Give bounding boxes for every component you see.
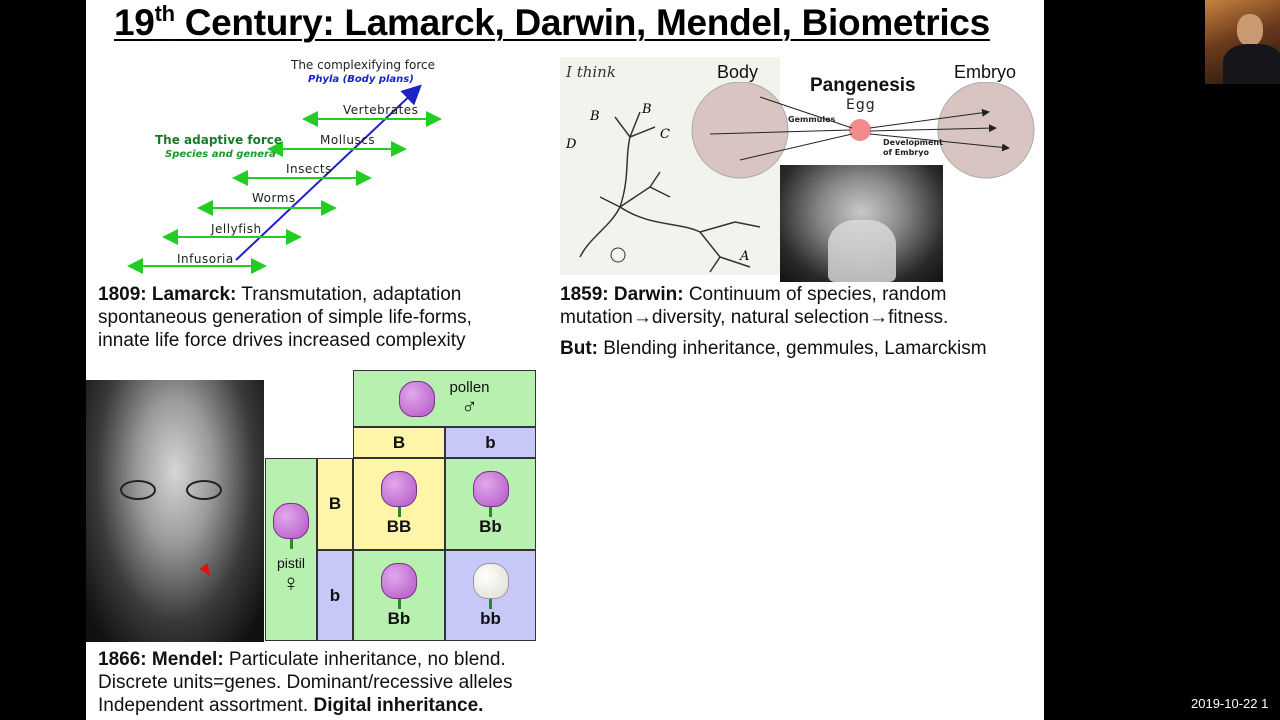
mendel-portrait (86, 380, 264, 642)
pistil-header: pistil ♀ (265, 458, 317, 641)
pea-flower-purple-icon (273, 502, 309, 539)
ladder-vertebrates: Vertebrates (343, 103, 419, 117)
embryo-label: Embryo (954, 62, 1017, 82)
body-label: Body (717, 62, 759, 82)
egg-label: Egg (846, 97, 876, 113)
sketch-i-think: I think (566, 63, 616, 81)
beard-shape (828, 220, 896, 282)
glasses-shape (106, 480, 246, 500)
slide-title: 19th Century: Lamarck, Darwin, Mendel, B… (114, 1, 990, 43)
presenter-body (1223, 44, 1280, 84)
pea-flower-white-icon (472, 562, 509, 599)
lamarck-ladder-diagram (127, 84, 442, 274)
species-genera-label: Species and genera (165, 149, 276, 160)
row-header-b: b (317, 550, 353, 641)
tree-of-life-drawing (579, 111, 761, 273)
adaptive-force-label: The adaptive force (155, 133, 283, 147)
pollen-header: pollen ♂ (353, 370, 536, 427)
mouse-cursor-icon (199, 563, 215, 579)
darwin-caption: 1859: Darwin: Continuum of species, rand… (560, 284, 949, 328)
pangenesis-label: Pangenesis (810, 75, 916, 96)
lamarck-caption: 1809: Lamarck: Transmutation, adaptation… (98, 284, 472, 351)
pea-flower-purple-icon (381, 562, 417, 599)
sketch-b2: B (642, 102, 652, 117)
cell-Bb-top: Bb (445, 458, 536, 550)
complexifying-force-label: The complexifying force (291, 58, 436, 72)
darwin-portrait (780, 165, 943, 282)
pollen-label: pollen (449, 379, 490, 396)
sketch-d: D (566, 137, 577, 152)
cell-bb: bb (445, 550, 536, 641)
ladder-jellyfish: Jellyfish (211, 222, 262, 236)
ladder-worms: Worms (252, 191, 296, 205)
phyla-label: Phyla (Body plans) (308, 74, 414, 85)
ladder-infusoria: Infusoria (177, 252, 234, 266)
pangenesis-diagram (691, 82, 1035, 179)
presenter-head (1237, 14, 1263, 46)
row-header-B: B (317, 458, 353, 550)
col-header-b: b (445, 427, 536, 458)
ladder-molluscs: Molluscs (320, 133, 376, 147)
col-header-B: B (353, 427, 445, 458)
female-symbol-icon: ♀ (282, 569, 300, 597)
sketch-b: B (590, 109, 600, 124)
pistil-label: pistil (276, 554, 305, 571)
sketch-a: A (740, 249, 750, 264)
gemmules-label: Gemmules (788, 115, 836, 124)
ladder-insects: Insects (286, 162, 332, 176)
sketch-c: C (660, 127, 670, 142)
slide: 19th Century: Lamarck, Darwin, Mendel, B… (86, 0, 1044, 720)
male-symbol-icon: ♂ (461, 394, 478, 419)
webcam-thumbnail (1205, 0, 1280, 84)
cell-Bb-bottom: Bb (353, 550, 445, 641)
timestamp: 2019-10-22 1 (1191, 696, 1269, 711)
pea-flower-purple-icon (381, 471, 417, 507)
pea-flower-purple-icon (472, 471, 509, 507)
punnett-square: pollen ♂ B b pistil ♀ B b BB Bb Bb bb (265, 370, 537, 642)
cell-BB: BB (353, 458, 445, 550)
pea-flower-purple-icon (399, 380, 436, 417)
mendel-caption: 1866: Mendel: Particulate inheritance, n… (98, 649, 513, 716)
darwin-but: But: Blending inheritance, gemmules, Lam… (560, 338, 987, 359)
